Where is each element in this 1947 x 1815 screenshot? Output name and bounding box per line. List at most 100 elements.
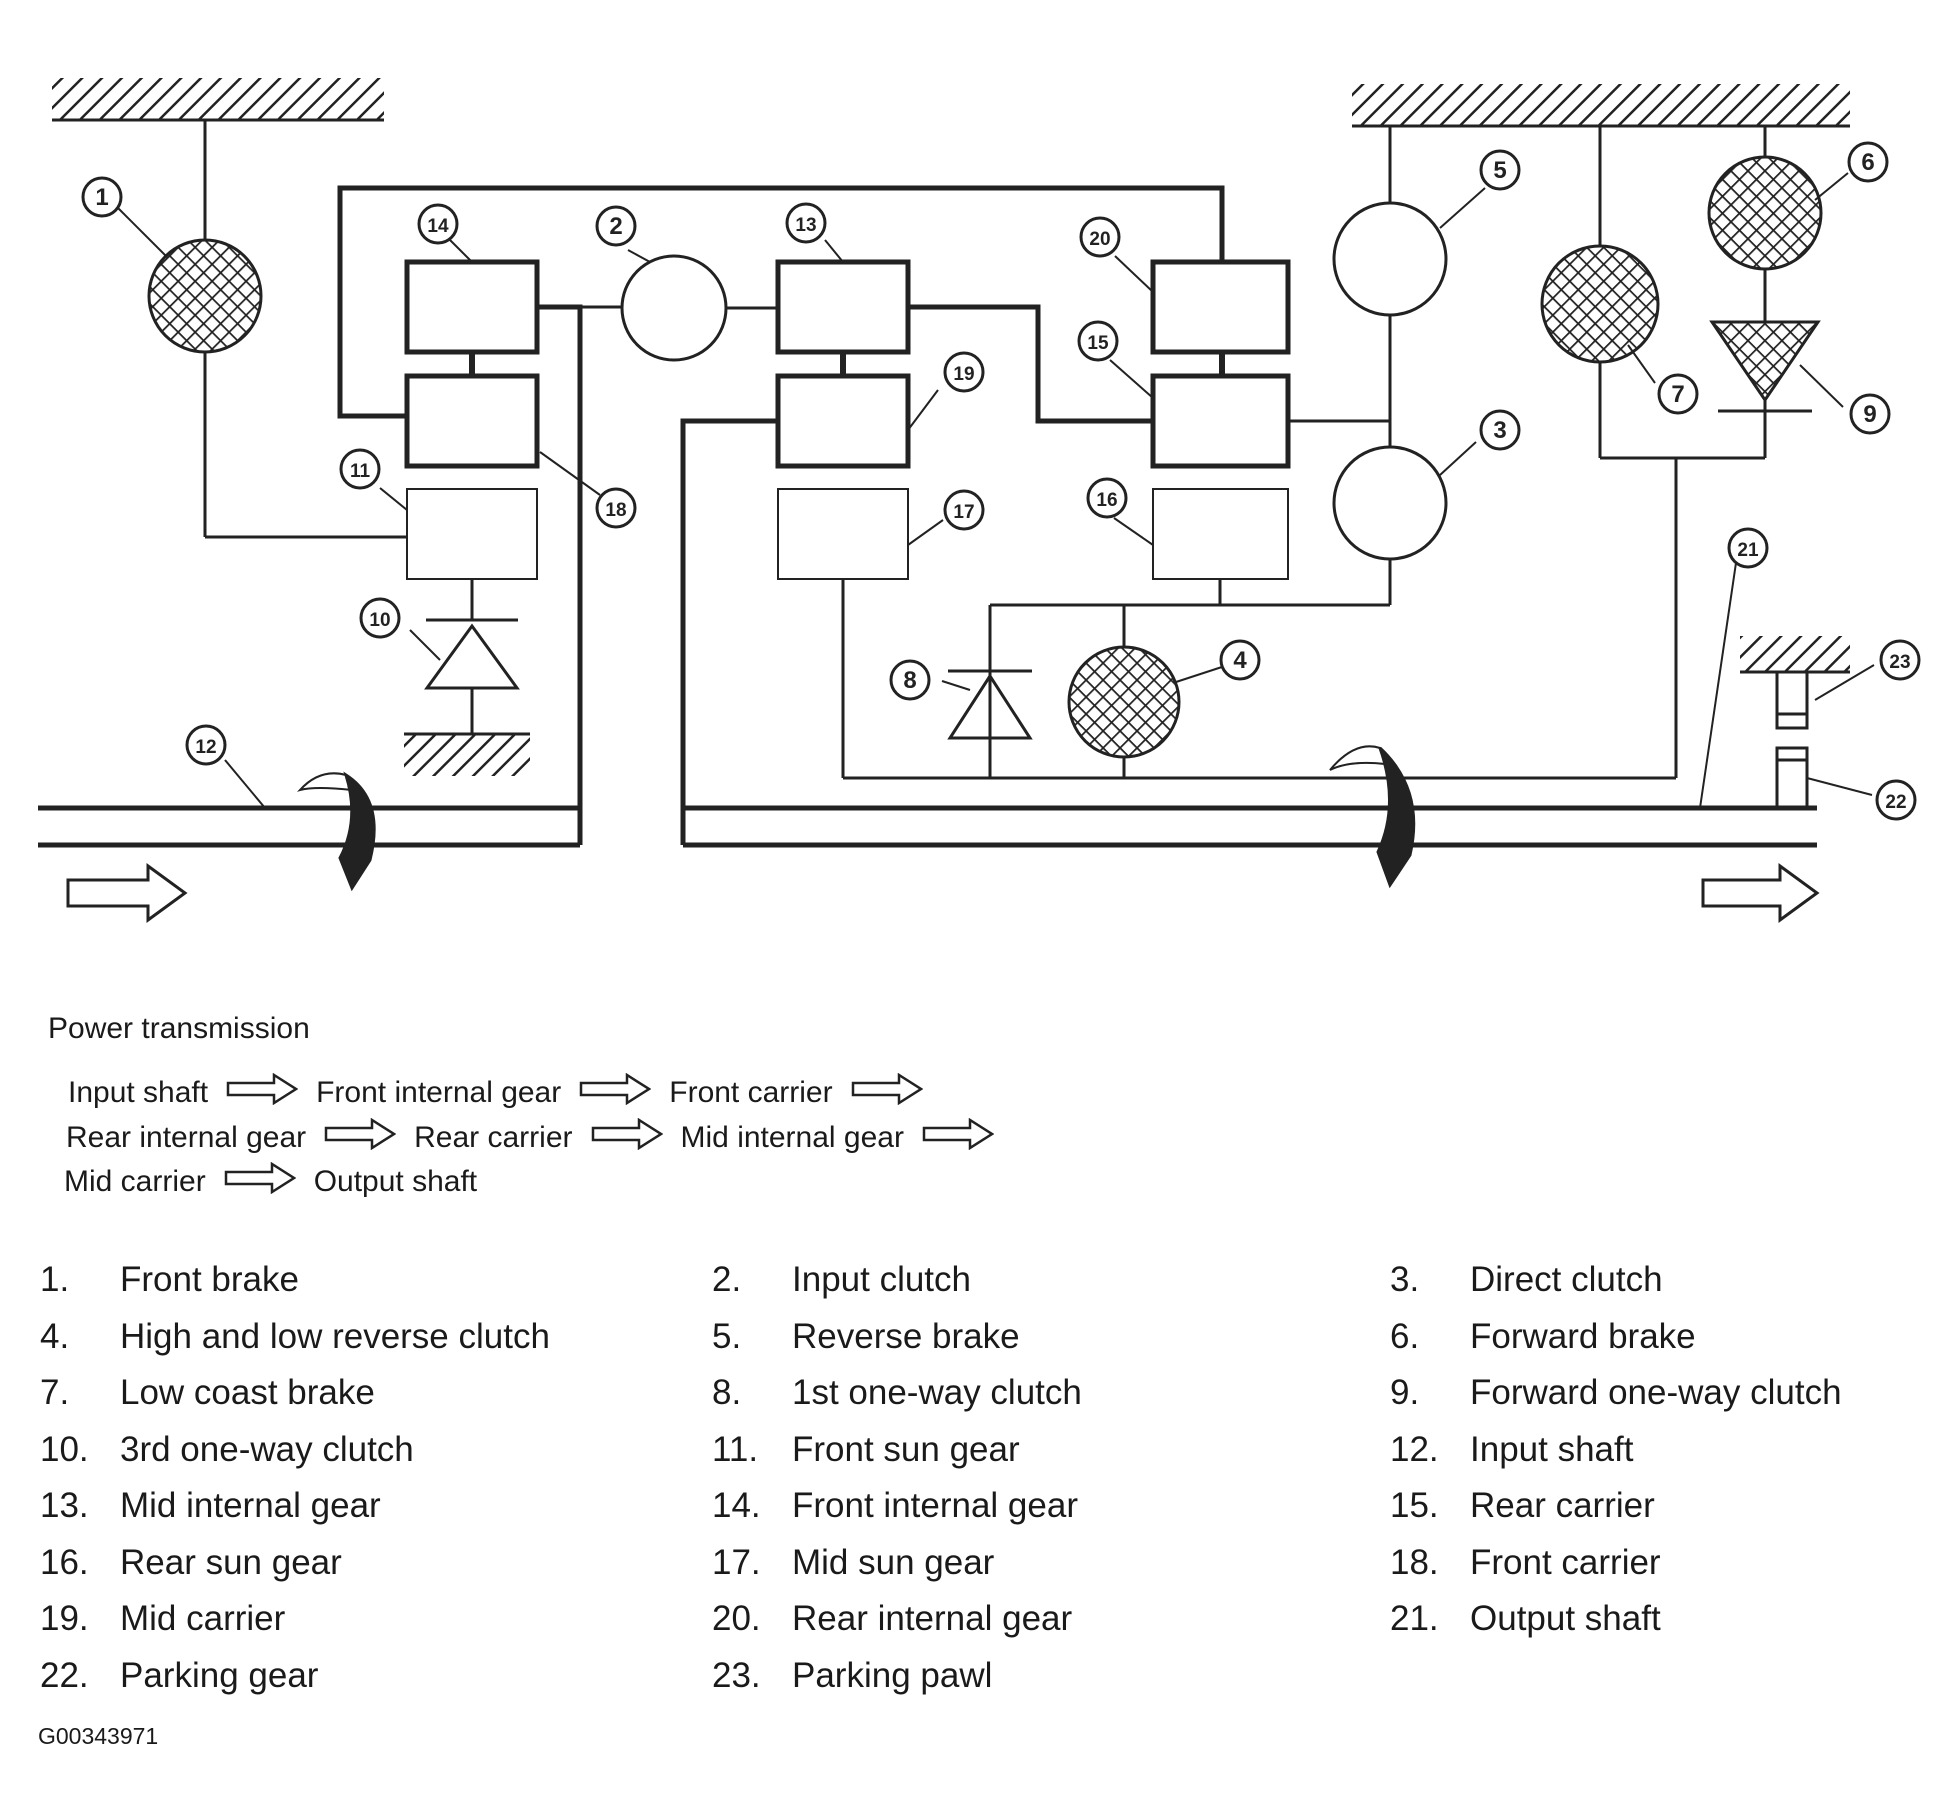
legend-number: 13. [40,1486,89,1525]
legend-number: 15. [1390,1486,1439,1525]
rotation-arrow-head-icon [338,771,376,892]
legend-label: Rear carrier [1470,1486,1655,1525]
legend-number: 21. [1390,1599,1439,1638]
svg-text:12: 12 [195,737,216,758]
input-clutch-symbol [620,254,728,362]
legend-label: Mid sun gear [792,1542,995,1582]
svg-text:16: 16 [1096,490,1117,511]
svg-text:14: 14 [427,216,449,237]
svg-text:1: 1 [95,184,108,211]
low-coast-brake-symbol [1540,244,1660,364]
flow-arrow-icon [324,1117,397,1158]
callout-2: 2 [595,205,637,247]
legend-label: Parking pawl [792,1655,993,1695]
output-arrow-icon [1701,863,1820,923]
rotation-arrow-output-head-icon [1376,746,1416,889]
flow-arrow-icon [851,1072,923,1113]
legend-label: Input clutch [792,1260,971,1299]
flow-step: Rear carrier [414,1121,573,1154]
figure-id: G00343971 [38,1723,159,1749]
callout-3: 3 [1479,409,1521,451]
legend-number: 22. [40,1655,89,1695]
legend-label: Forward brake [1470,1316,1696,1356]
callout-20: 20 [1079,216,1121,258]
legend-label: Front internal gear [792,1486,1078,1525]
legend-label: Forward one-way clutch [1470,1373,1842,1412]
legend-number: 9. [1390,1373,1420,1412]
callout-17: 17 [943,489,985,531]
svg-text:11: 11 [350,461,371,482]
forward-one-way-clutch-symbol [1709,320,1821,403]
high-low-reverse-clutch-symbol [1067,645,1181,759]
legend-label: Direct clutch [1470,1260,1663,1299]
svg-text:3: 3 [1493,417,1506,444]
svg-text:5: 5 [1493,157,1506,184]
callout-9: 9 [1849,393,1891,435]
callout-15: 15 [1077,320,1119,362]
callout-13: 13 [785,202,827,244]
svg-text:6: 6 [1861,149,1874,176]
svg-text:2: 2 [609,213,622,240]
callout-6: 6 [1847,141,1889,183]
callout-5: 5 [1479,149,1521,191]
legend-number: 14. [712,1486,761,1525]
svg-text:19: 19 [953,364,974,385]
flow-arrow-icon [922,1117,995,1158]
legend-label: Mid carrier [120,1599,286,1638]
third-one-way-clutch-symbol [424,623,520,690]
svg-text:15: 15 [1087,333,1109,354]
front-carrier-box [404,373,540,469]
svg-text:20: 20 [1089,229,1110,250]
ground-hatch-lower-left [404,734,530,776]
legend-label: Front brake [120,1260,299,1299]
legend-number: 5. [712,1316,742,1356]
svg-text:7: 7 [1671,381,1684,408]
callout-22: 22 [1875,779,1917,821]
callout-21: 21 [1727,527,1769,569]
callout-18: 18 [595,487,637,529]
mid-carrier-box [775,373,911,469]
legend-label: Input shaft [1470,1429,1634,1469]
rear-carrier-box [1150,373,1291,469]
legend-number: 8. [712,1373,742,1412]
svg-text:10: 10 [369,610,390,631]
mid-sun-gear-box [777,488,909,580]
legend-number: 11. [712,1429,759,1469]
legend-label: High and low reverse clutch [120,1316,550,1356]
ground-hatch-parking [1740,636,1850,672]
legend-label: Front carrier [1470,1542,1661,1582]
svg-text:4: 4 [1233,647,1247,674]
flow-step: Mid carrier [64,1165,206,1198]
flow-arrow-icon [226,1072,299,1113]
legend-label: Parking gear [120,1655,319,1695]
callout-8: 8 [889,659,931,701]
legend-number: 23. [712,1655,761,1695]
legend-label: 3rd one-way clutch [120,1429,414,1469]
first-one-way-clutch-symbol [947,673,1033,740]
flow-arrow-icon [579,1072,652,1113]
rear-internal-gear-box [1150,259,1291,355]
svg-text:8: 8 [903,667,916,694]
svg-text:18: 18 [605,500,626,521]
legend-number: 7. [40,1373,70,1412]
legend-number: 1. [40,1260,70,1299]
legend-number: 2. [712,1260,742,1299]
legend-number: 10. [40,1429,89,1469]
legend-label: Output shaft [1470,1599,1661,1638]
svg-text:17: 17 [953,502,974,523]
callout-1: 1 [81,176,123,218]
forward-brake-symbol [1707,155,1823,271]
callout-14: 14 [417,203,459,245]
callout-7: 7 [1657,373,1699,415]
legend-number: 6. [1390,1316,1420,1356]
legend-number: 18. [1390,1542,1439,1582]
front-internal-gear-box [404,259,540,355]
flow-step: Front internal gear [316,1076,562,1109]
flow-step: Rear internal gear [66,1121,307,1154]
rotation-arrow-icon [296,772,354,792]
ground-hatch-top-left [52,78,384,120]
callout-23: 23 [1879,639,1921,681]
